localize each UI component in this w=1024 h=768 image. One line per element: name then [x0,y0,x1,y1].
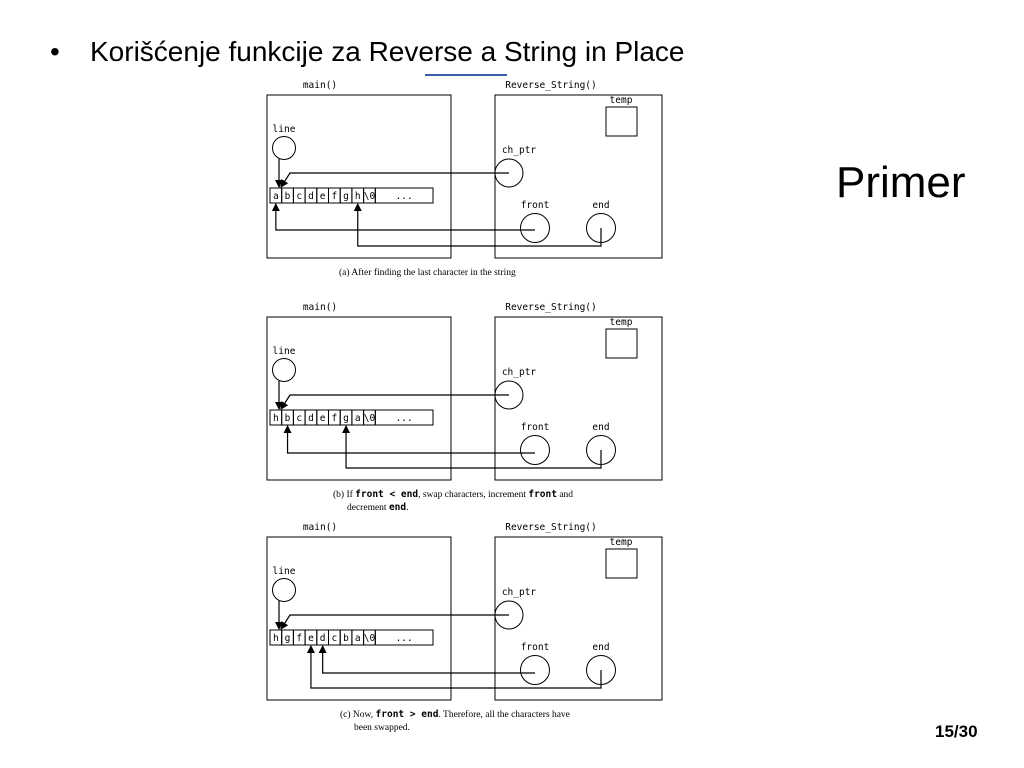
front-label: front [521,200,550,211]
side-title: Primer [836,158,966,207]
front-label: front [521,642,550,653]
function-label: Reverse_String() [505,80,597,91]
array-cell-value: h [355,191,361,202]
array-cell-value: \0 [364,413,376,424]
ch-ptr-arrow [280,394,509,410]
array-cell-value: a [273,191,279,202]
ch-ptr-label: ch_ptr [502,587,537,598]
main-label: main() [303,522,337,533]
bullet-icon: • [50,36,60,67]
end-arrow [306,645,602,689]
array-ellipsis-cell [374,409,434,426]
array-cell-value: g [343,191,349,202]
temp-label: temp [610,95,633,106]
end-label: end [592,200,609,211]
temp-label: temp [610,537,633,548]
ch-ptr-arrow [280,172,509,188]
array-cell-value: a [355,413,361,424]
front-arrow [283,425,535,454]
slide-heading: Korišćenje funkcije za Reverse a String … [90,36,685,67]
line-pointer-circle [272,358,296,382]
function-label: Reverse_String() [505,302,597,313]
main-label: main() [303,80,337,91]
ch-ptr-arrow [280,614,509,630]
array-cell-value: a [355,633,361,644]
array-cell-value: c [296,191,302,202]
array-ellipsis: ... [396,191,413,202]
diagram-caption-line2: been swapped. [354,723,410,733]
array-cell-value: \0 [364,191,376,202]
bullet-heading: • Korišćenje funkcije za Reverse a String… [50,36,685,68]
array-ellipsis: ... [396,633,413,644]
end-label: end [592,422,609,433]
array-cell-value: b [285,413,291,424]
array-ellipsis-cell [374,187,434,204]
front-arrow [318,645,535,674]
array-cell-value: d [320,633,326,644]
temp-box [605,548,638,579]
front-label: front [521,422,550,433]
diagram-caption-line1: (c) Now, front > end. Therefore, all the… [340,709,570,720]
array-cell-value: f [296,633,302,644]
array-cell-value: d [308,191,314,202]
link-underline-decoration [425,74,507,76]
function-label: Reverse_String() [505,522,597,533]
array-cell-value: g [343,413,349,424]
ch-ptr-label: ch_ptr [502,145,537,156]
array-cell-value: \0 [364,633,376,644]
array-cell-value: c [296,413,302,424]
diagram-caption-line1: (b) If front < end, swap characters, inc… [333,489,573,500]
array-cell-value: f [331,413,337,424]
line-label: line [273,124,296,135]
array-cell-value: g [285,633,291,644]
front-pointer-circle [520,655,550,685]
end-label: end [592,642,609,653]
array-cell-value: d [308,413,314,424]
diagram-caption-line2: decrement end. [347,502,408,513]
main-label: main() [303,302,337,313]
line-pointer-circle [272,136,296,160]
array-cell-value: e [308,633,314,644]
array-ellipsis-cell [374,629,434,646]
temp-box [605,106,638,137]
array-cell-value: b [343,633,349,644]
array-cell-value: c [331,633,337,644]
diagram-caption-line1: (a) After finding the last character in … [339,267,516,278]
array-cell-value: f [331,191,337,202]
array-ellipsis: ... [396,413,413,424]
array-cell-value: e [320,191,326,202]
front-pointer-circle [520,435,550,465]
array-cell-value: b [285,191,291,202]
line-label: line [273,346,296,357]
front-pointer-circle [520,213,550,243]
array-cell-value: h [273,413,279,424]
temp-label: temp [610,317,633,328]
line-label: line [273,566,296,577]
ch-ptr-label: ch_ptr [502,367,537,378]
main-frame [266,94,452,259]
main-frame [266,536,452,701]
temp-box [605,328,638,359]
array-cell-value: e [320,413,326,424]
end-arrow [353,203,602,247]
page-number: 15/30 [935,722,978,741]
end-arrow [342,425,602,469]
front-arrow [271,203,535,231]
line-pointer-circle [272,578,296,602]
array-cell-value: h [273,633,279,644]
main-frame [266,316,452,481]
